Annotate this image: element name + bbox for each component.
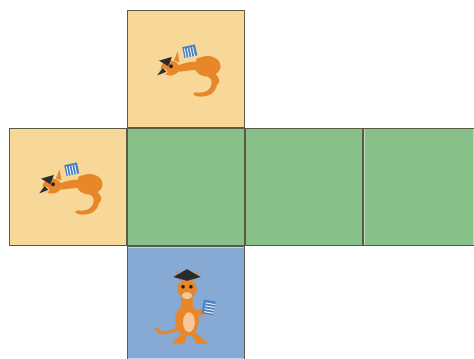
- net-face-right-2: [363, 128, 474, 246]
- net-face-right-1: [245, 128, 363, 246]
- net-face-center: [127, 128, 245, 246]
- face-fill-svg: [128, 129, 244, 245]
- net-face-left: [9, 128, 127, 246]
- face-fill-svg: [364, 129, 474, 245]
- face-fill: [246, 129, 362, 245]
- face-fill: [128, 129, 244, 245]
- face-fill-svg: [246, 129, 362, 245]
- net-face-top: [127, 10, 245, 128]
- face-fill: [364, 129, 473, 245]
- net-face-bottom: [127, 246, 245, 359]
- kangaroo-lying-icon: [10, 129, 126, 245]
- kangaroo-standing-icon: [128, 247, 244, 359]
- kangaroo-lying-icon: [128, 11, 244, 127]
